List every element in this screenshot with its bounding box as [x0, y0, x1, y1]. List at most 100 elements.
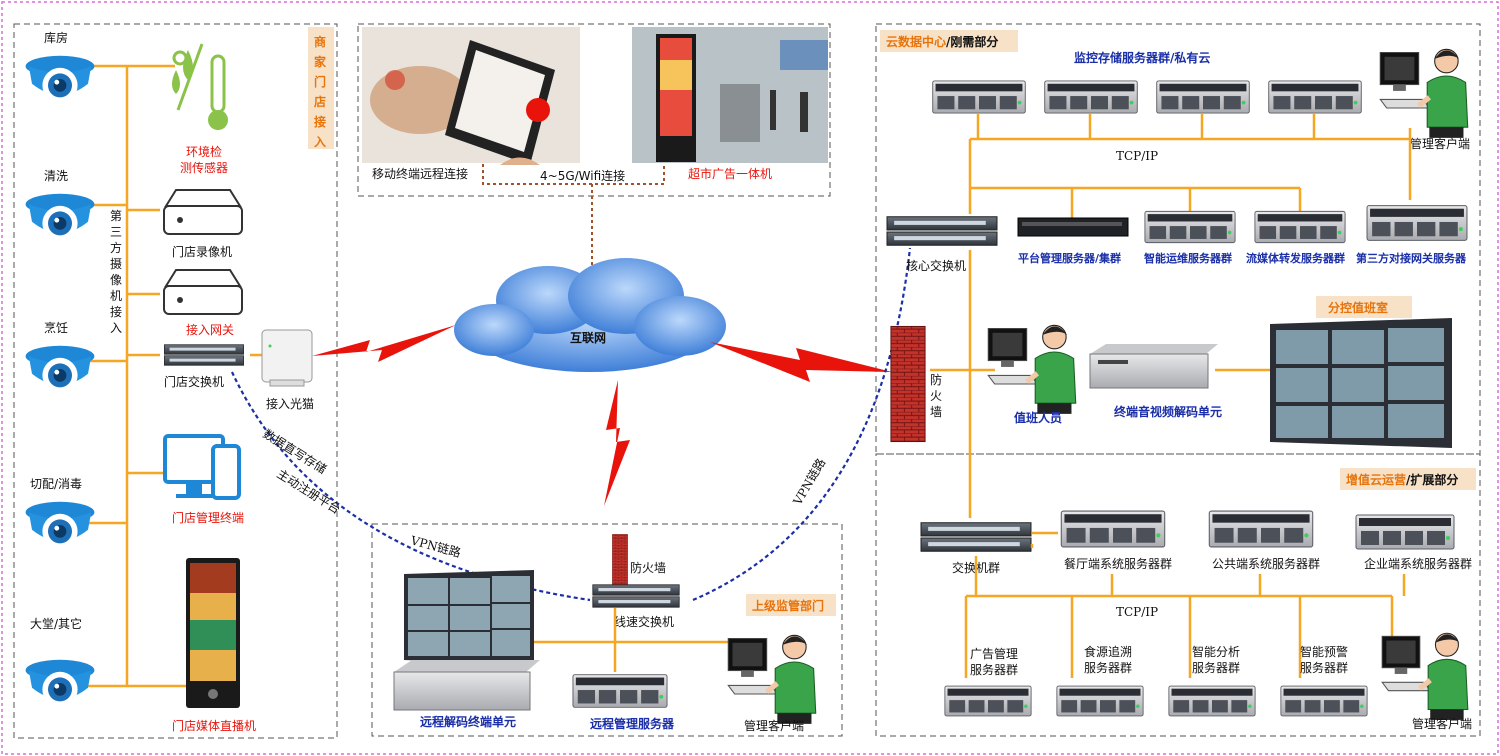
cloud-servers [1017, 205, 1468, 244]
server-label-1: 智能运维服务器群 [1144, 251, 1232, 265]
lightning-icon-store [312, 325, 456, 362]
camera-icon-cook [25, 345, 95, 393]
camera-icon-wash [25, 193, 95, 241]
storage-cluster-label: 监控存储服务器群/私有云 [1074, 50, 1210, 65]
public-server-icon [1208, 510, 1314, 548]
vas-lower-label-0b: 服务器群 [970, 662, 1018, 677]
tcp-top-label: TCP/IP [1116, 149, 1158, 163]
vas-upper-label-1: 公共端系统服务器群 [1212, 556, 1320, 571]
camera-icons [25, 55, 95, 707]
gateway-server-icon [1366, 205, 1468, 241]
ops-server-icon [1144, 210, 1236, 244]
server-label-0: 平台管理服务器/集群 [1018, 251, 1121, 265]
core-switch-icon [886, 216, 998, 246]
video-wall-icon [1270, 318, 1452, 448]
supervisor-label-bg [746, 594, 836, 616]
firewall-label-3: 墙 [930, 405, 942, 419]
store-section-label: 商家门店接入 [314, 34, 327, 149]
modem-label: 接入光猫 [266, 396, 314, 411]
vas-upper-label-2: 企业端系统服务器群 [1364, 556, 1472, 571]
remote-server-icon [572, 674, 668, 708]
vas-lower-label-3b: 服务器群 [1300, 660, 1348, 675]
nvr-label: 门店录像机 [172, 244, 232, 259]
vas-lower-label-2a: 智能分析 [1192, 644, 1240, 659]
svg-text:商家门店接入: 商家门店接入 [314, 34, 327, 149]
warning-server-icon [1280, 685, 1368, 717]
media-server-icon [1254, 210, 1346, 244]
media-kiosk-icon [186, 558, 240, 708]
sensor-label-1: 环境检 [186, 144, 222, 159]
ad-server-icon [944, 685, 1032, 717]
svg-text:第三方摄像机接入: 第三方摄像机接入 [110, 209, 122, 335]
vas-client-label: 管理客户端 [1412, 716, 1472, 731]
mobile-label: 移动终端远程连接 [372, 166, 468, 181]
analysis-server-icon [1168, 685, 1256, 717]
store-section-label-bg [308, 27, 334, 149]
camera-icon-prep [25, 501, 95, 549]
camera-label-4: 大堂/其它 [30, 616, 82, 631]
tcp-bottom-label: TCP/IP [1116, 605, 1158, 619]
storage-server-icon [1268, 80, 1362, 114]
remote-decoder-label: 远程解码终端单元 [420, 714, 516, 729]
third-party-camera-label: 第三方摄像机接入 [110, 209, 122, 335]
firewall-label-1: 防 [930, 372, 942, 387]
firewall-label-2: 火 [930, 389, 942, 403]
camera-icon-warehouse [25, 55, 95, 103]
camera-icon-hall [25, 659, 95, 707]
vas-upper-servers [1060, 510, 1455, 550]
line-switch-label: 线速交换机 [614, 614, 674, 629]
person-icon-supervisor [728, 635, 815, 724]
enterprise-server-icon [1355, 514, 1455, 550]
decoder-label: 终端音视频解码单元 [1114, 404, 1222, 419]
storage-server-icon [932, 80, 1026, 114]
person-icon-cloud-client [1380, 49, 1467, 138]
camera-label-2: 烹饪 [44, 320, 68, 335]
remote-server-label: 远程管理服务器 [590, 716, 675, 731]
internet-label: 互联网 [570, 331, 606, 345]
camera-label-1: 清洗 [44, 169, 68, 183]
person-icon-duty [988, 325, 1075, 414]
sensor-icon [172, 43, 228, 130]
vas-lower-label-1a: 食源追溯 [1084, 644, 1132, 659]
vas-lower-label-1b: 服务器群 [1084, 660, 1132, 675]
media-kiosk-label: 门店媒体直播机 [172, 718, 256, 733]
decoder-icon [1089, 344, 1218, 389]
firewall-icon-supervisor [612, 534, 628, 586]
server-label-2: 流媒体转发服务器群 [1246, 251, 1345, 265]
duty-person-label: 值班人员 [1014, 410, 1062, 425]
terminal-icon [163, 434, 241, 500]
supervisor-client-label: 管理客户端 [744, 718, 804, 733]
kiosk-photo [632, 27, 828, 163]
nvr-icon [163, 189, 243, 235]
server-label-3: 第三方对接网关服务器 [1356, 251, 1467, 265]
wireless-link-label: 4~5G/Wifi连接 [540, 168, 625, 183]
vas-lower-label-3a: 智能预警 [1300, 644, 1348, 659]
person-icon-vas-client [1382, 633, 1468, 720]
svg-text:主动注册平台: 主动注册平台 [274, 466, 343, 517]
cloud-section-label-bg [880, 30, 1018, 52]
store-switch-icon [163, 344, 245, 366]
terminal-label: 门店管理终端 [172, 510, 244, 525]
firewall-icon-cloud [890, 325, 926, 443]
cloud-section-label: 云数据中心/刚需部分 [886, 34, 998, 49]
mobile-photo [362, 27, 580, 165]
monitor-room-label-bg [1316, 296, 1412, 318]
camera-label-3: 切配/消毒 [30, 477, 82, 491]
supervisor-firewall-label: 防火墙 [630, 560, 666, 575]
supervisor-video-wall-icon [393, 570, 540, 711]
store-switch-label: 门店交换机 [164, 374, 224, 389]
internet-cloud-icon [454, 258, 726, 372]
gateway-icon [163, 269, 243, 315]
switch-group-icon [920, 522, 1032, 552]
cloud-client-label: 管理客户端 [1410, 136, 1470, 151]
core-switch-label: 核心交换机 [906, 258, 966, 273]
trace-server-icon [1056, 685, 1144, 717]
storage-server-icon [1044, 80, 1138, 114]
storage-servers [932, 80, 1362, 114]
lightning-icon-supervisor [604, 380, 630, 506]
lightning-bolts [312, 325, 892, 506]
kiosk-label: 超市广告一体机 [688, 166, 772, 181]
vas-section-label-bg [1340, 468, 1476, 490]
vas-lower-label-2b: 服务器群 [1192, 660, 1240, 675]
